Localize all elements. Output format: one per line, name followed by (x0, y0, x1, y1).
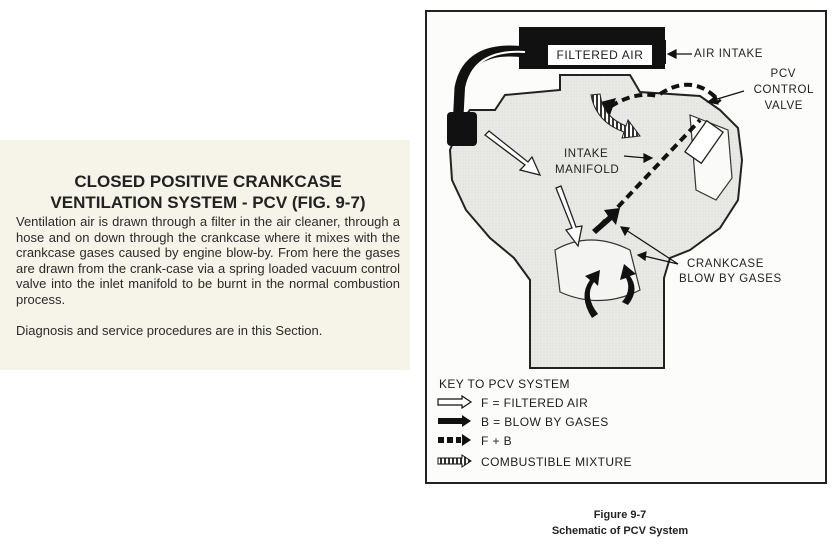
key-striped-arrow-icon (437, 454, 472, 468)
air-intake-label: AIR INTAKE (694, 48, 764, 60)
pcv-label: PCV (770, 68, 796, 80)
key-label: B = BLOW BY GASES (481, 415, 609, 429)
combustible-mixture-arrow (590, 93, 641, 139)
intake-label: INTAKE (564, 148, 609, 160)
key-solid-arrow-icon (438, 415, 471, 427)
manifold-label: MANIFOLD (555, 164, 620, 176)
figure-number: Figure 9-7 (593, 509, 647, 521)
filtered-air-label-box: FILTERED AIR (547, 44, 653, 66)
section-paragraph-1: Ventilation air is drawn through a filte… (16, 214, 400, 307)
key-label: F + B (481, 434, 513, 448)
crankcase-label: CRANKCASE (687, 258, 764, 270)
breather-cap (447, 112, 477, 146)
section-heading: CLOSED POSITIVE CRANKCASE VENTILATION SY… (30, 171, 386, 213)
filtered-air-flow-arrows (484, 130, 583, 248)
section-title-line1: CLOSED POSITIVE CRANKCASE (74, 172, 342, 191)
label-leader-lines (619, 49, 745, 265)
key-symbols (437, 394, 473, 468)
valve-label: VALVE (764, 100, 803, 112)
control-label: CONTROL (753, 84, 814, 96)
key-label: F = FILTERED AIR (481, 396, 589, 410)
key-hollow-arrow-icon (437, 394, 473, 410)
section-title-line2: VENTILATION SYSTEM - PCV (FIG. 9-7) (50, 193, 366, 212)
section-paragraph-2: Diagnosis and service procedures are in … (16, 323, 323, 338)
key-label: COMBUSTIBLE MIXTURE (481, 455, 632, 469)
breather-hose-inner (463, 50, 526, 127)
key-dashed-arrow-icon (438, 434, 471, 446)
engine-block (448, 74, 744, 369)
page-left-background (0, 140, 410, 370)
key-title: KEY TO PCV SYSTEM (439, 377, 570, 391)
blow-by-gases-label: BLOW BY GASES (679, 273, 782, 285)
figure-title: Schematic of PCV System (551, 525, 689, 537)
